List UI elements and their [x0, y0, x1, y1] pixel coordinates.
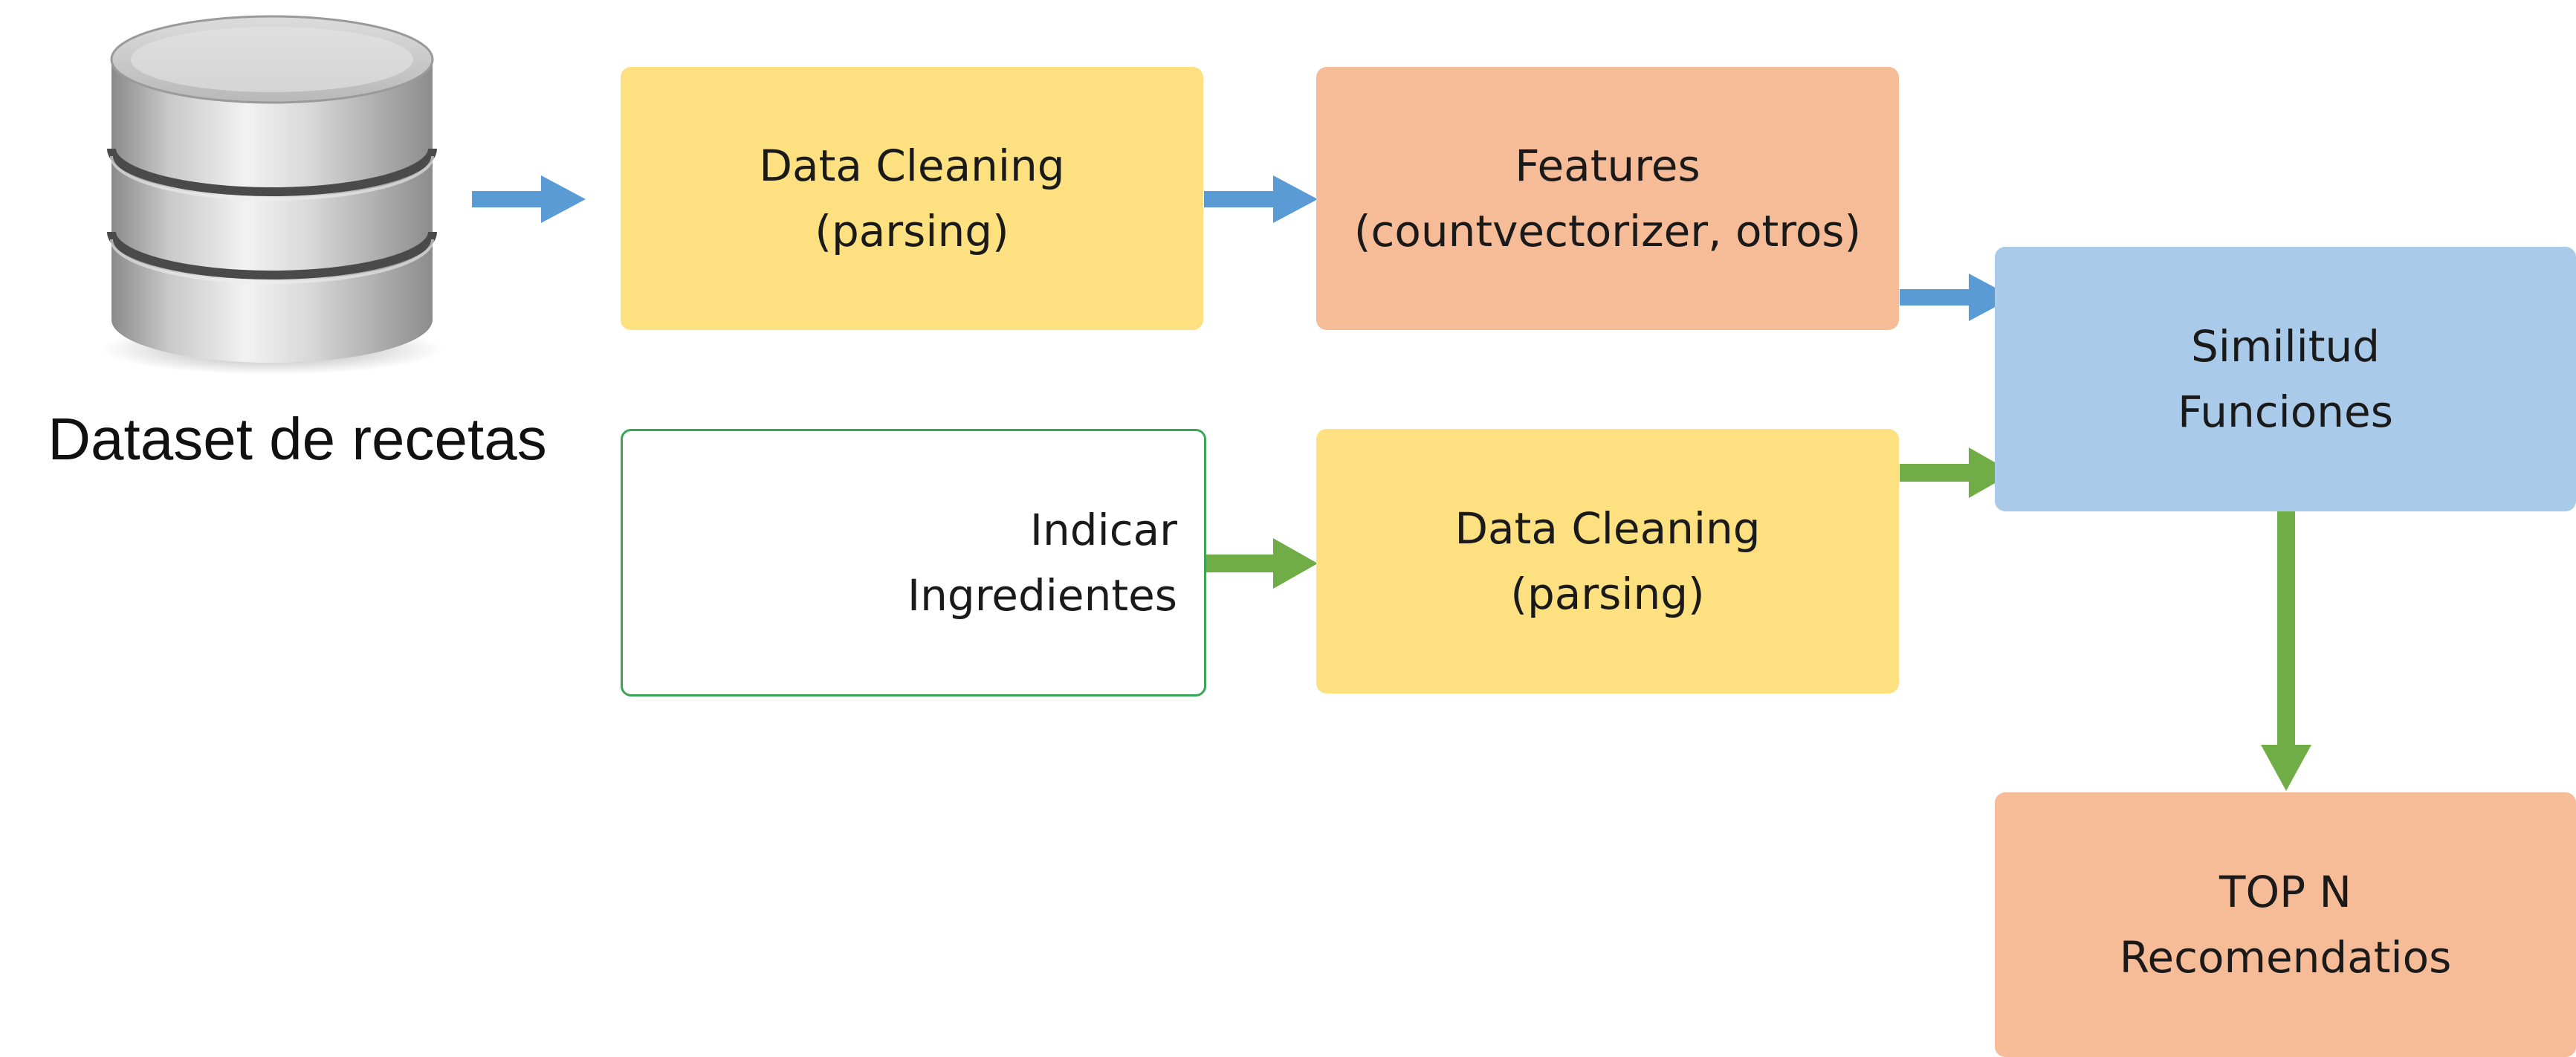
database-icon: [101, 15, 443, 375]
data-cleaning-bottom-node: Data Cleaning (parsing): [1316, 429, 1899, 694]
node-title: Features: [1515, 140, 1700, 191]
node-subtitle: (countvectorizer, otros): [1353, 206, 1862, 256]
arrow-cleaning-to-similitud: [1900, 447, 2013, 498]
node-title: Data Cleaning: [759, 140, 1065, 191]
top-n-recommendations-node: TOP N Recomendatios: [1995, 792, 2576, 1057]
node-subtitle: Ingredientes: [907, 570, 1177, 621]
node-title: Data Cleaning: [1454, 503, 1761, 554]
node-subtitle: (parsing): [1510, 569, 1705, 619]
database-label: Dataset de recetas: [48, 406, 547, 472]
node-title: TOP N: [2219, 867, 2352, 917]
arrow-cleaning-to-features: [1204, 175, 1318, 223]
ingredients-input-node[interactable]: Indicar Ingredientes: [621, 429, 1206, 696]
node-subtitle: Recomendatios: [2119, 932, 2452, 983]
node-title: Similitud: [2190, 321, 2381, 372]
arrow-db-to-cleaning: [472, 175, 586, 223]
node-subtitle: (parsing): [815, 206, 1009, 256]
arrow-ingredients-to-cleaning: [1204, 538, 1318, 589]
arrow-features-to-similitud: [1900, 274, 2013, 321]
node-subtitle: Funciones: [2178, 387, 2393, 437]
arrow-similitud-to-topn: [2261, 511, 2311, 791]
data-cleaning-top-node: Data Cleaning (parsing): [621, 67, 1203, 330]
node-title: Indicar: [1029, 505, 1177, 555]
similitud-node: Similitud Funciones: [1995, 247, 2576, 511]
features-node: Features (countvectorizer, otros): [1316, 67, 1899, 330]
